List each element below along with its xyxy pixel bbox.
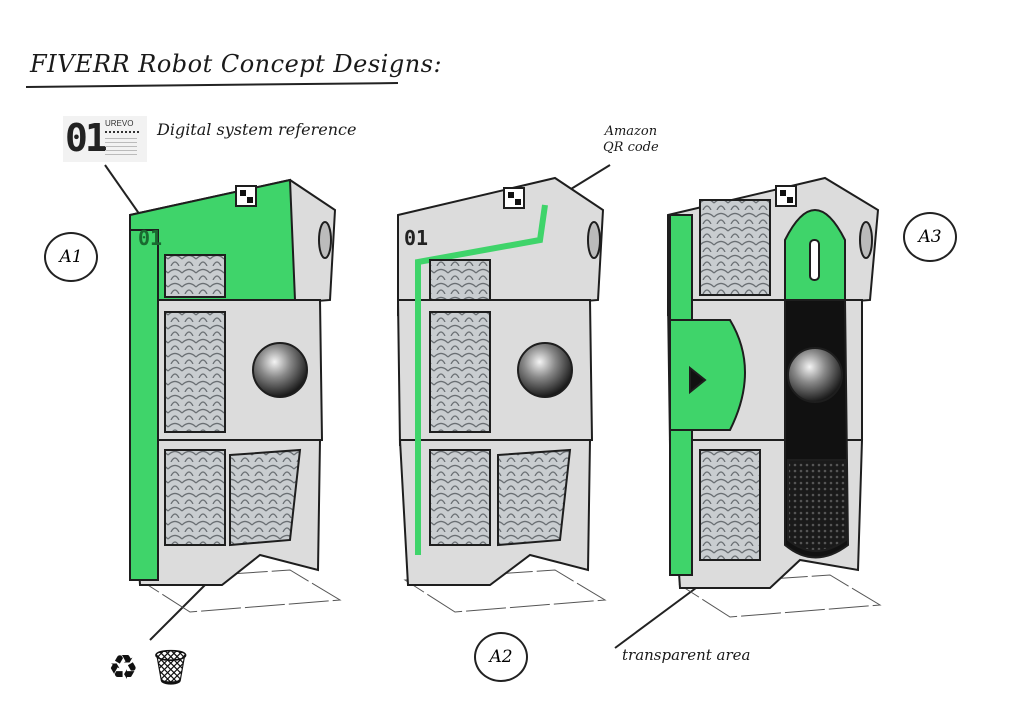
amazon-line: Amazon — [604, 124, 658, 139]
bottom-icons: ♻ 🗑 — [108, 648, 192, 688]
robot-a2: 01 — [396, 176, 607, 613]
reference-label: Digital system reference — [157, 120, 357, 139]
pointer-line — [104, 164, 141, 216]
panel-number: 01 — [138, 226, 162, 250]
robot-a1: 01 — [128, 178, 342, 613]
logo-brand: UREVO — [105, 119, 134, 128]
qr-line: QR code — [603, 140, 659, 155]
robot-a3 — [666, 176, 882, 618]
variant-badge-a2: A2 — [474, 632, 528, 682]
page-title: FIVERR Robot Concept Designs: — [30, 50, 443, 78]
panel-number: 01 — [404, 226, 428, 250]
urevo-logo: 01 UREVO — [63, 116, 147, 162]
logo-number: 01 — [65, 116, 108, 160]
variant-badge-a3: A3 — [903, 212, 957, 262]
pointer-line — [614, 584, 701, 649]
logo-pattern — [105, 131, 139, 136]
trash-crossed-icon: 🗑 — [149, 648, 193, 688]
variant-badge-a1: A1 — [44, 232, 98, 282]
transparent-area-annotation: transparent area — [622, 646, 751, 664]
recycle-icon: ♻ — [108, 648, 139, 688]
logo-fine-print — [105, 138, 137, 156]
amazon-qr-annotation: Amazon QR code — [603, 124, 659, 156]
